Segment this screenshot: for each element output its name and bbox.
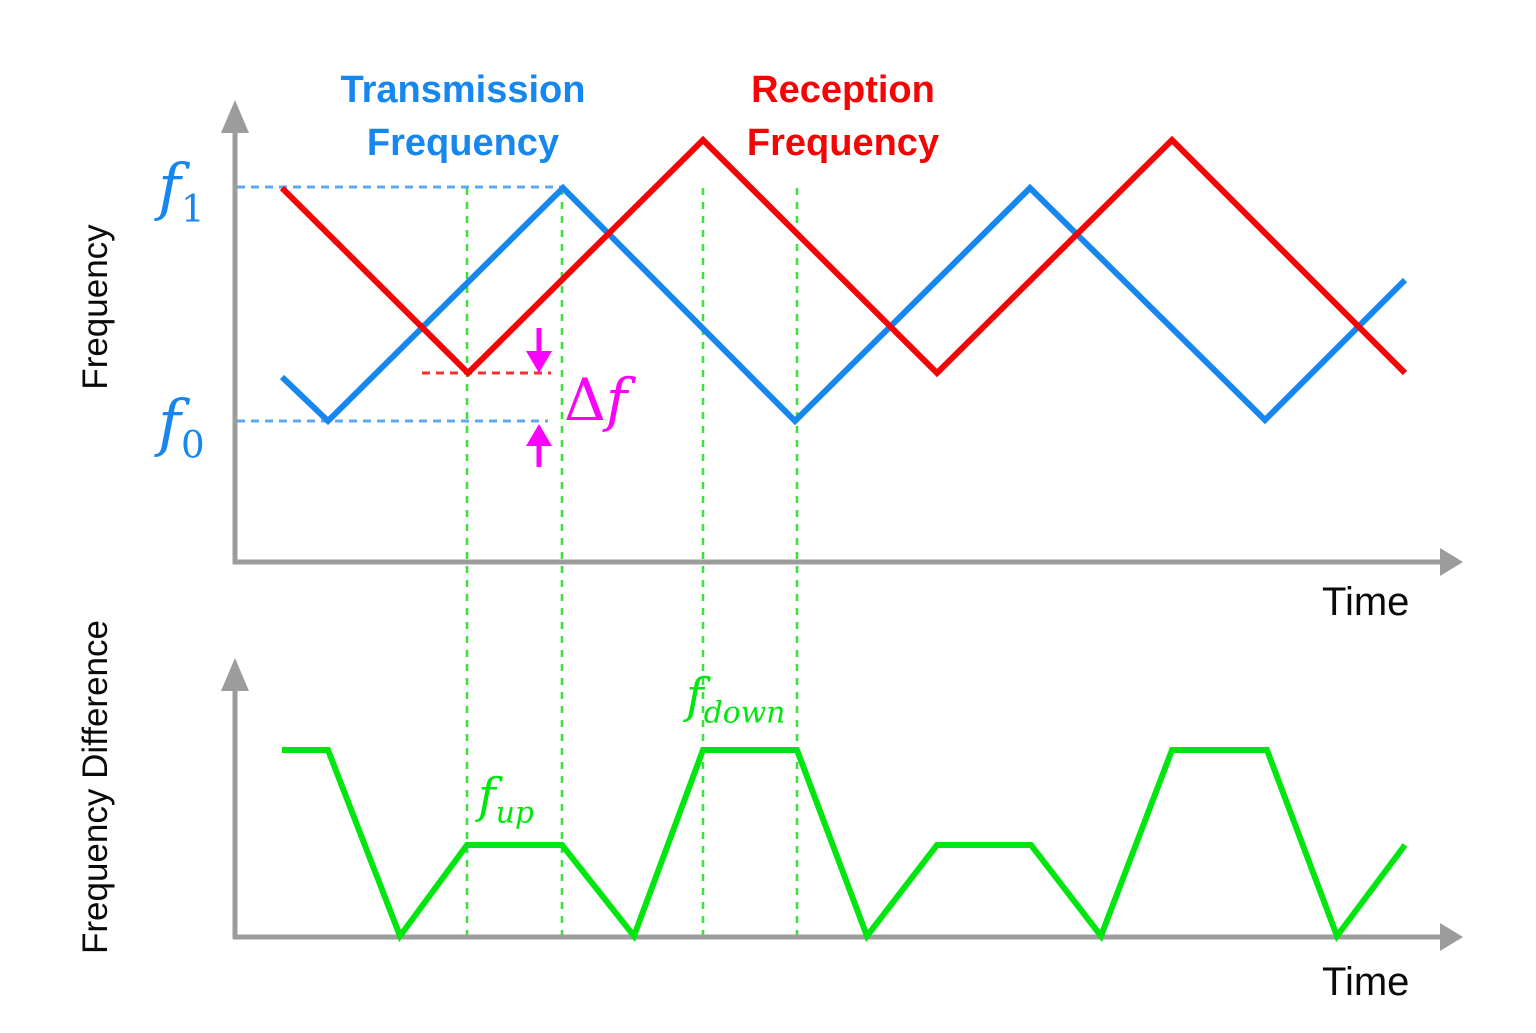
f1-tick-label: f1 (158, 150, 205, 227)
f1-subscript: 1 (180, 186, 205, 231)
y-axis-arrowhead (221, 100, 249, 133)
f0-subscript: 0 (180, 422, 205, 467)
reception-frequency-curve (279, 135, 1408, 378)
y-axis-arrowhead (221, 658, 249, 691)
transmission-title-line2: Frequency (366, 122, 560, 164)
delta-f-arrowhead (526, 424, 552, 446)
x-axis-arrowhead (1440, 923, 1463, 951)
f-up-subscript: up (495, 795, 534, 831)
f-up-base: f (478, 768, 496, 824)
delta-symbol: Δ (564, 366, 606, 434)
transmission-frequency-curve (279, 183, 1408, 426)
reception-frequency-title: Reception Frequency (728, 64, 958, 170)
top-x-axis-label: Time (1322, 580, 1410, 624)
reception-title-line1: Reception (751, 69, 935, 111)
transmission-title-line1: Transmission (340, 69, 586, 111)
f-down-subscript: down (703, 695, 786, 731)
f-up-label: fup (478, 768, 534, 828)
bottom-y-axis-label: Frequency Difference (76, 620, 115, 954)
transmission-frequency-title: Transmission Frequency (313, 64, 613, 170)
f1-base: f (158, 150, 181, 223)
delta-f-letter: f (605, 366, 628, 434)
top-y-axis-label: Frequency (76, 224, 115, 390)
f0-tick-label: f0 (158, 386, 205, 463)
f0-base: f (158, 386, 181, 459)
delta-f-label: Δf (564, 366, 627, 434)
bottom-x-axis-label: Time (1322, 960, 1410, 1004)
f-down-base: f (686, 668, 704, 724)
frequency-difference-curve (282, 747, 1408, 943)
reception-title-line2: Frequency (746, 122, 940, 164)
x-axis-arrowhead (1440, 548, 1463, 576)
delta-f-arrowhead (526, 351, 552, 373)
f-down-label: fdown (686, 668, 785, 728)
